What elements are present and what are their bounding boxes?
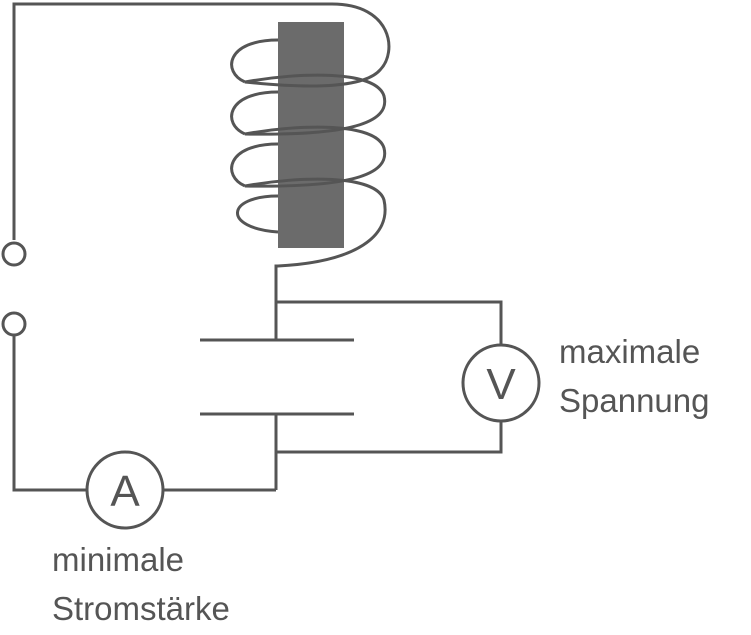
voltage-label-line1: maximale [559, 333, 701, 370]
terminal-top [1, 241, 27, 267]
coil-front [12, 2, 391, 302]
terminal-bottom [1, 311, 27, 337]
ammeter: A [85, 450, 165, 530]
voltmeter: V [461, 343, 541, 423]
circuit-wires [12, 300, 503, 492]
voltage-label-line2: Spannung [559, 382, 710, 419]
current-label-line1: minimale [52, 541, 185, 578]
voltmeter-symbol: V [486, 360, 516, 409]
coil-back [230, 38, 279, 234]
current-label-line2: Stromstärke [52, 590, 230, 627]
ammeter-symbol: A [110, 467, 140, 516]
